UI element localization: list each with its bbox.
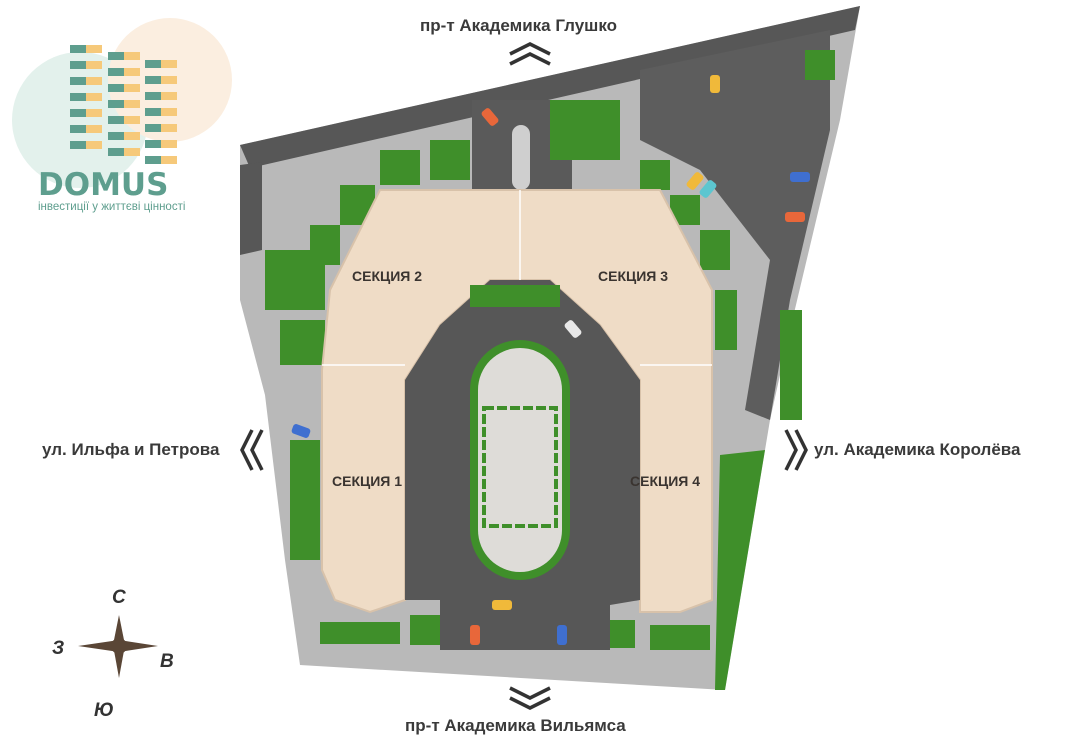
logo-block — [86, 141, 102, 149]
logo-block — [108, 84, 124, 92]
logo-block — [108, 116, 124, 124]
logo-block — [145, 76, 161, 84]
logo-block — [124, 84, 140, 92]
logo-block — [161, 76, 177, 84]
logo-block — [108, 52, 124, 60]
logo-block — [86, 109, 102, 117]
logo-block — [86, 125, 102, 133]
logo-block — [161, 92, 177, 100]
logo-block — [70, 77, 86, 85]
grass-areas — [265, 50, 835, 690]
logo-block — [86, 93, 102, 101]
logo-brand: DOMUS — [38, 167, 168, 203]
logo-buildings — [70, 45, 177, 164]
logo-block — [161, 156, 177, 164]
logo-block — [161, 60, 177, 68]
logo-block — [108, 100, 124, 108]
logo-block — [145, 60, 161, 68]
logo-block — [70, 93, 86, 101]
logo-block — [161, 124, 177, 132]
compass-east: В — [160, 651, 174, 672]
domus-logo: DOMUS інвестиції у життєві цінності — [12, 18, 232, 213]
chevron-down-icon — [509, 686, 551, 710]
logo-block — [124, 52, 140, 60]
section-2-label: СЕКЦИЯ 2 — [352, 268, 422, 284]
logo-block — [161, 108, 177, 116]
logo-block — [86, 77, 102, 85]
logo-block — [108, 132, 124, 140]
logo-block — [70, 61, 86, 69]
chevron-up-icon — [509, 42, 551, 66]
compass-south: Ю — [94, 700, 114, 721]
chevron-left-icon — [240, 429, 264, 471]
logo-block — [145, 124, 161, 132]
cars — [291, 75, 810, 645]
section-dividers — [322, 190, 712, 366]
logo-block — [70, 109, 86, 117]
logo-block — [108, 68, 124, 76]
logo-block — [145, 108, 161, 116]
logo-block — [108, 148, 124, 156]
left-road — [240, 162, 262, 255]
compass-rose-icon — [78, 615, 158, 678]
logo-block — [124, 148, 140, 156]
logo-block — [70, 141, 86, 149]
courtyard-paving — [478, 348, 562, 572]
logo-block — [124, 132, 140, 140]
logo-block — [86, 45, 102, 53]
courtyard-lawn — [482, 406, 558, 528]
section-1-label: СЕКЦИЯ 1 — [332, 473, 402, 489]
logo-block — [70, 125, 86, 133]
courtyard-lawn-top — [470, 285, 560, 307]
logo-block — [145, 140, 161, 148]
street-west: ул. Ильфа и Петрова — [42, 440, 220, 459]
logo-block — [124, 116, 140, 124]
logo-block — [124, 100, 140, 108]
logo-block — [124, 68, 140, 76]
street-east: ул. Академика Королёва — [814, 440, 1021, 459]
logo-block — [70, 45, 86, 53]
section-3-label: СЕКЦИЯ 3 — [598, 268, 668, 284]
north-road — [240, 6, 860, 168]
compass-north: С — [112, 587, 126, 608]
logo-tagline: інвестиції у життєві цінності — [38, 201, 185, 213]
chevron-right-icon — [784, 429, 808, 471]
logo-block — [145, 156, 161, 164]
street-north: пр-т Академика Глушко — [420, 16, 617, 35]
logo-block — [86, 61, 102, 69]
logo-block — [161, 140, 177, 148]
section-4-label: СЕКЦИЯ 4 — [630, 473, 700, 489]
street-south: пр-т Академика Вильямса — [405, 716, 626, 735]
logo-block — [145, 92, 161, 100]
compass-west: З — [52, 638, 64, 659]
entrance-divider — [512, 125, 530, 190]
